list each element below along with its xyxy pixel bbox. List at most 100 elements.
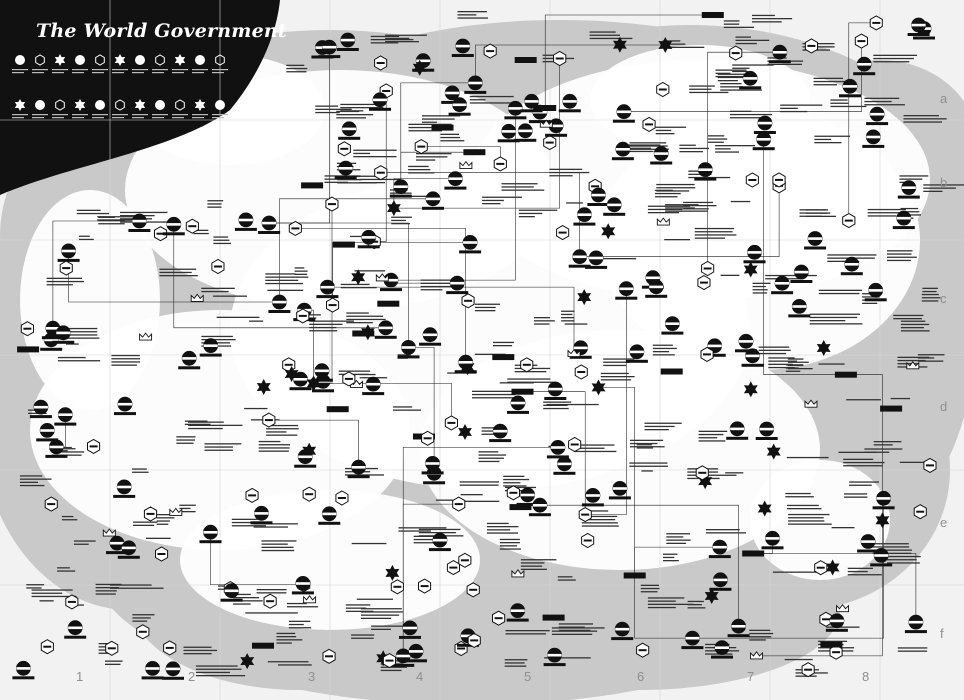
banner-label-icon xyxy=(316,295,338,298)
text-block xyxy=(898,647,928,652)
banner-label-icon xyxy=(369,108,391,111)
text-block xyxy=(217,317,260,318)
text-line xyxy=(788,520,824,521)
text-line xyxy=(806,213,828,214)
banner-label-icon xyxy=(422,471,444,474)
text-line xyxy=(679,151,703,152)
text-line xyxy=(505,666,527,667)
text-line xyxy=(179,508,190,509)
text-line xyxy=(810,320,846,321)
banner-label-icon xyxy=(521,109,543,112)
hexagon-node-icon xyxy=(462,294,474,308)
text-block xyxy=(40,600,54,601)
banner-label-icon xyxy=(268,310,290,313)
text-line xyxy=(32,69,48,70)
text-line xyxy=(96,590,117,591)
banner-label-icon xyxy=(544,397,566,400)
globe-node-icon xyxy=(135,55,145,65)
text-line xyxy=(708,135,724,136)
text-line xyxy=(706,532,746,533)
text-line xyxy=(47,281,84,282)
hexagon-node-icon xyxy=(60,261,72,275)
banner-label-icon xyxy=(545,134,567,137)
text-line xyxy=(699,437,718,438)
hexagon-node-icon xyxy=(336,491,348,505)
hexagon-node-icon xyxy=(730,46,742,60)
banner-label-icon xyxy=(612,157,634,160)
globe-node-icon xyxy=(95,100,105,110)
text-line xyxy=(353,153,370,154)
text-block xyxy=(357,599,393,600)
text-line xyxy=(77,210,101,211)
text-block xyxy=(759,347,791,355)
banner-label-icon xyxy=(742,364,764,367)
text-line xyxy=(160,269,197,270)
text-line xyxy=(336,111,359,112)
text-line xyxy=(688,601,704,602)
text-line xyxy=(785,659,813,660)
text-line xyxy=(265,277,308,278)
text-line xyxy=(254,526,288,527)
text-line xyxy=(172,69,188,70)
text-line xyxy=(381,670,402,671)
banner-label-icon xyxy=(318,55,340,58)
text-line xyxy=(74,540,96,541)
text-line xyxy=(257,592,287,593)
text-line xyxy=(79,236,90,237)
text-line xyxy=(679,145,695,146)
text-line xyxy=(637,447,653,448)
banner-label-icon xyxy=(515,57,537,63)
text-line xyxy=(786,371,801,372)
text-line xyxy=(146,538,171,539)
text-line xyxy=(666,543,686,544)
text-block xyxy=(787,457,829,458)
text-line xyxy=(458,17,489,18)
hexagon-node-icon xyxy=(419,579,431,593)
text-line xyxy=(788,514,829,515)
text-line xyxy=(900,175,929,176)
text-line xyxy=(112,117,124,118)
text-line xyxy=(133,522,157,523)
banner-label-icon xyxy=(294,465,316,468)
text-block xyxy=(752,15,792,23)
text-line xyxy=(207,200,223,201)
text-line xyxy=(470,99,486,100)
text-line xyxy=(500,382,534,383)
banner-label-icon xyxy=(335,176,357,179)
text-line xyxy=(699,434,724,435)
text-line xyxy=(901,321,925,322)
text-line xyxy=(656,130,672,131)
text-line xyxy=(398,530,431,531)
banner-label-icon xyxy=(113,495,135,498)
text-block xyxy=(566,202,583,203)
text-line xyxy=(918,354,945,355)
hexagon-node-icon xyxy=(246,488,258,502)
text-line xyxy=(192,114,208,115)
globe-node-icon xyxy=(905,615,927,633)
text-line xyxy=(864,98,899,99)
text-line xyxy=(736,37,752,38)
banner-label-icon xyxy=(702,12,724,18)
banner-label-icon xyxy=(30,415,52,418)
text-line xyxy=(689,85,715,86)
banner-label-icon xyxy=(762,546,784,549)
text-line xyxy=(753,283,771,284)
text-line xyxy=(172,117,184,118)
text-block xyxy=(565,323,588,324)
text-line xyxy=(196,665,238,666)
text-line xyxy=(72,72,84,73)
banner-label-icon xyxy=(452,54,474,57)
text-line xyxy=(52,114,68,115)
text-line xyxy=(759,350,791,351)
banner-label-icon xyxy=(709,588,731,591)
banner-label-icon xyxy=(12,676,34,679)
text-line xyxy=(519,213,543,214)
text-line xyxy=(810,314,860,315)
text-line xyxy=(487,532,518,533)
text-line xyxy=(416,159,435,160)
text-line xyxy=(359,182,385,183)
text-line xyxy=(77,213,109,214)
text-line xyxy=(278,664,312,665)
text-line xyxy=(176,443,193,444)
text-line xyxy=(749,636,771,637)
